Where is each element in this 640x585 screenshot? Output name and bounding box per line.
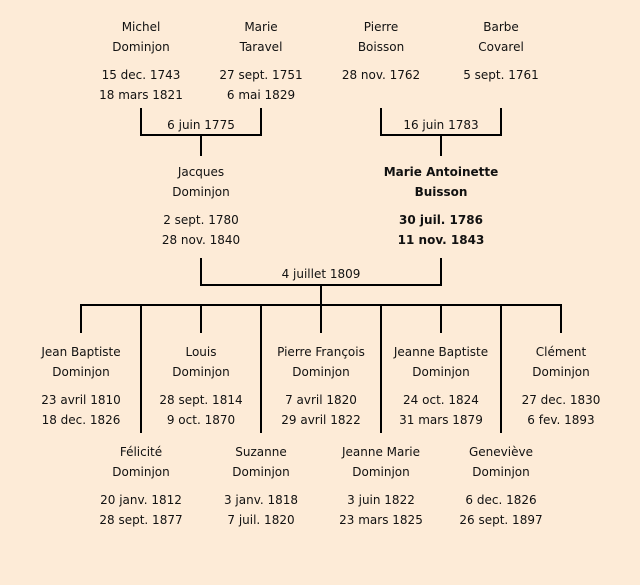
first-name: Félicité — [119, 445, 163, 459]
last-name: Dominjon — [172, 185, 230, 199]
connector-line — [260, 305, 262, 433]
connector-line — [500, 305, 502, 433]
last-name: Dominjon — [172, 365, 230, 379]
last-name: Taravel — [239, 40, 283, 54]
first-name: Jacques — [177, 165, 225, 179]
dates-birth-date: 15 dec. 1743 — [101, 68, 181, 82]
death-date: 11 nov. 1843 — [397, 233, 485, 247]
connector-line — [260, 108, 262, 136]
death-date: 18 dec. 1826 — [41, 413, 121, 427]
connector-line — [440, 305, 442, 333]
first-name: Louis — [185, 345, 217, 359]
last-name: Dominjon — [292, 365, 350, 379]
dates-birth-date: 7 avril 1820 — [285, 393, 357, 407]
dates-birth-date: 27 sept. 1751 — [219, 68, 303, 82]
death-date: 23 mars 1825 — [339, 513, 423, 527]
first-name: Suzanne — [235, 445, 287, 459]
last-name: Dominjon — [352, 465, 410, 479]
connector-line — [140, 305, 142, 433]
connector-line — [320, 305, 322, 333]
connector-line — [440, 258, 442, 286]
connector-line — [200, 258, 202, 286]
first-name: Marie — [244, 20, 278, 34]
last-name: Buisson — [414, 185, 468, 199]
dates-birth-date: 27 dec. 1830 — [521, 393, 601, 407]
death-date: 9 oct. 1870 — [166, 413, 236, 427]
first-name: Pierre — [363, 20, 399, 34]
first-name: Marie Antoinette — [383, 165, 499, 179]
first-name: Pierre François — [277, 345, 365, 359]
dates-birth-date: 28 nov. 1762 — [341, 68, 421, 82]
death-date: 29 avril 1822 — [281, 413, 361, 427]
death-date: 26 sept. 1897 — [459, 513, 543, 527]
death-date: 28 nov. 1840 — [161, 233, 241, 247]
death-date: 7 juil. 1820 — [227, 513, 295, 527]
marriage-date: 6 juin 1775 — [167, 118, 235, 132]
dates-birth-date: 6 dec. 1826 — [465, 493, 537, 507]
death-date: 18 mars 1821 — [99, 88, 183, 102]
death-date: 6 mai 1829 — [226, 88, 296, 102]
death-date — [316, 85, 446, 105]
dates-birth-date: 3 janv. 1818 — [223, 493, 299, 507]
connector-line — [80, 305, 82, 333]
first-name: Jeanne Marie — [341, 445, 421, 459]
dates-birth-date: 23 avril 1810 — [41, 393, 121, 407]
first-name: Geneviève — [469, 445, 533, 459]
connector-line — [440, 135, 442, 156]
connector-line — [380, 305, 382, 433]
connector-line — [320, 285, 322, 305]
connector-line — [200, 305, 202, 333]
death-date: 31 mars 1879 — [399, 413, 483, 427]
first-name: Jeanne Baptiste — [393, 345, 489, 359]
first-name: Jean Baptiste — [41, 345, 121, 359]
last-name: Dominjon — [112, 40, 170, 54]
dates-birth-date: 5 sept. 1761 — [463, 68, 539, 82]
first-name: Clément — [535, 345, 587, 359]
dates-birth-date: 24 oct. 1824 — [403, 393, 479, 407]
marriage-date: 4 juillet 1809 — [281, 267, 361, 281]
last-name: Dominjon — [232, 465, 290, 479]
last-name: Dominjon — [52, 365, 110, 379]
last-name: Boisson — [357, 40, 405, 54]
first-name: Barbe — [483, 20, 519, 34]
last-name: Dominjon — [532, 365, 590, 379]
dates-birth-date: 2 sept. 1780 — [163, 213, 239, 227]
death-date: 28 sept. 1877 — [99, 513, 183, 527]
dates-birth-date: 3 juin 1822 — [347, 493, 415, 507]
first-name: Michel — [121, 20, 161, 34]
dates-birth-date: 28 sept. 1814 — [159, 393, 243, 407]
dates-birth-date: 30 juil. 1786 — [399, 213, 483, 227]
last-name: Dominjon — [472, 465, 530, 479]
connector-line — [140, 108, 142, 136]
connector-line — [200, 135, 202, 156]
marriage-date: 16 juin 1783 — [403, 118, 479, 132]
connector-line — [380, 108, 382, 136]
dates-birth-date: 20 janv. 1812 — [100, 493, 182, 507]
last-name: Dominjon — [112, 465, 170, 479]
death-date: 6 fev. 1893 — [527, 413, 595, 427]
last-name: Covarel — [478, 40, 524, 54]
last-name: Dominjon — [412, 365, 470, 379]
connector-line — [560, 305, 562, 333]
connector-line — [500, 108, 502, 136]
death-date — [436, 85, 566, 105]
